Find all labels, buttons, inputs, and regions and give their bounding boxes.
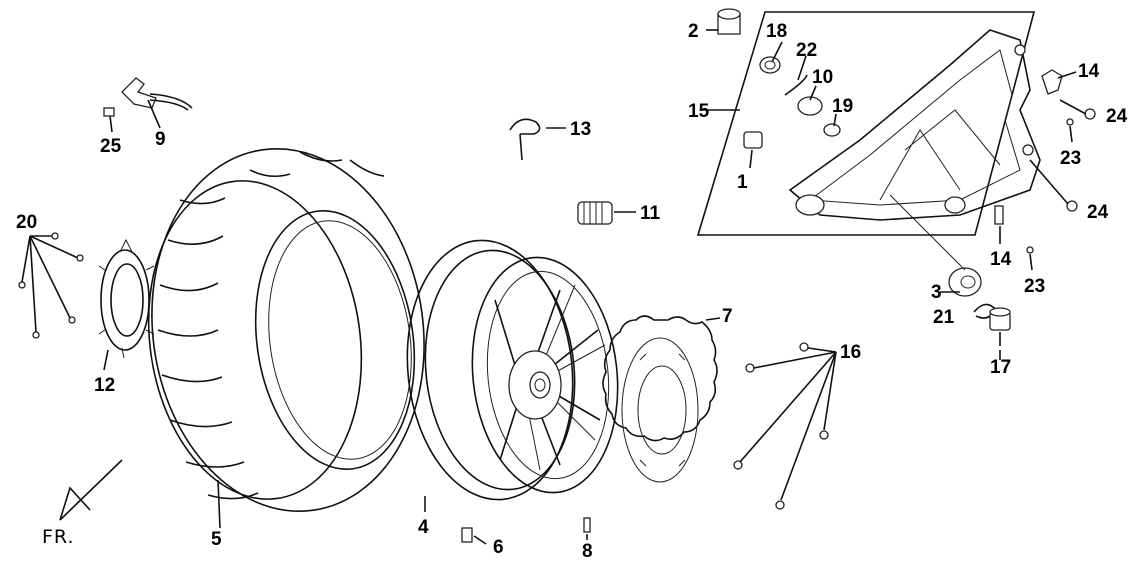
- callout-22: 22: [796, 40, 817, 61]
- callout-numbers: 1 2 3 4 5 6 7 8 9 10 11 12 13 14 14 15 1…: [16, 21, 1128, 562]
- bracket-part-14-top: [1041, 69, 1077, 95]
- bolt-part-24-bottom: [1029, 159, 1078, 212]
- callout-17: 17: [990, 357, 1011, 378]
- callout-25: 25: [100, 136, 122, 157]
- callout-23-top: 23: [1060, 148, 1081, 169]
- callout-5: 5: [211, 529, 222, 550]
- callout-4: 4: [418, 517, 429, 538]
- swingarm-assembly-part-15: [696, 8, 1041, 236]
- callout-6: 6: [493, 537, 504, 558]
- callout-23-bottom: 23: [1024, 276, 1045, 297]
- callout-7: 7: [722, 306, 733, 327]
- callout-24-bottom: 24: [1087, 202, 1109, 223]
- bolt-part-23-bottom: [1026, 246, 1034, 271]
- bolts-part-20: [18, 232, 84, 339]
- sensor-ring-part-12: [98, 238, 155, 359]
- callout-13: 13: [570, 119, 591, 140]
- wheel-rim-part-4: [406, 239, 619, 501]
- brake-lever-part-9: [103, 77, 193, 133]
- callout-12: 12: [94, 375, 115, 396]
- bolts-part-16: [733, 342, 837, 510]
- callout-11: 11: [640, 203, 661, 224]
- callout-14-top: 14: [1078, 61, 1100, 82]
- front-label: FR.: [42, 526, 75, 548]
- callout-leaders: [103, 29, 1001, 529]
- callout-1: 1: [737, 172, 748, 193]
- callout-10: 10: [812, 67, 833, 88]
- bolt-part-24-top: [1059, 99, 1096, 120]
- callout-15: 15: [688, 101, 710, 122]
- bushing-part-3: [889, 194, 982, 297]
- tire-part-5: [147, 147, 425, 513]
- callout-8: 8: [582, 541, 593, 562]
- pin-part-8: [583, 517, 591, 540]
- callout-21: 21: [933, 307, 955, 328]
- front-direction-arrow: FR.: [42, 459, 123, 548]
- brake-disc-part-7: [602, 315, 718, 483]
- callout-9: 9: [155, 129, 166, 150]
- callout-24-top: 24: [1106, 106, 1128, 127]
- valve-part-6: [461, 527, 487, 545]
- callout-14-bottom: 14: [990, 249, 1012, 270]
- callout-18: 18: [766, 21, 787, 42]
- cotter-pin-part-13: [509, 118, 566, 161]
- callout-3: 3: [931, 282, 942, 303]
- callout-20: 20: [16, 212, 37, 233]
- callout-2: 2: [688, 21, 699, 42]
- spacer-part-11: [577, 201, 636, 225]
- bolt-part-23-top: [1066, 118, 1074, 143]
- callout-16: 16: [840, 342, 861, 363]
- callout-19: 19: [832, 96, 853, 117]
- cap-part-17: [989, 307, 1011, 346]
- pin-part-14-bottom: [994, 205, 1004, 244]
